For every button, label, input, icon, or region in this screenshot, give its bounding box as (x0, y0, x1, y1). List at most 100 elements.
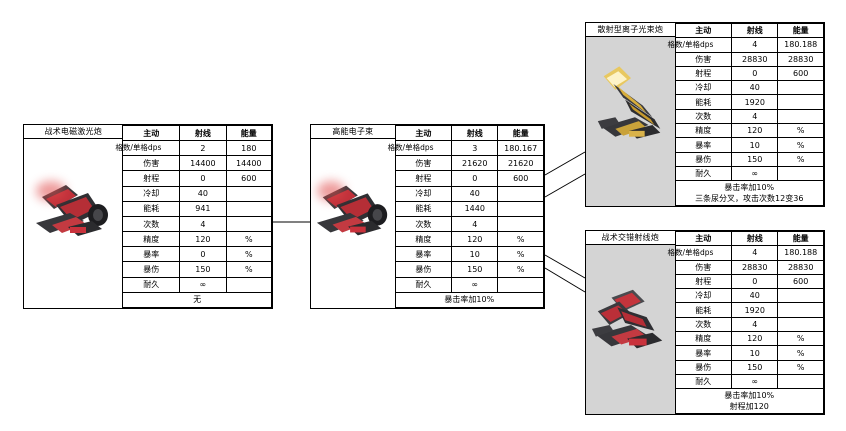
stat-table: 主动 射线 能量 格数/单格dps 3 180.167 伤害 21620 216… (388, 124, 545, 309)
table-row: 射程 0 600 (674, 273, 824, 290)
cell-dps-energy: 180.167 (497, 140, 544, 157)
table-row: 冷却 40 (122, 185, 273, 202)
cell-accuracy-energy: % (777, 123, 824, 139)
row-label-count: 次数 (394, 215, 453, 233)
cell-accuracy-ray: 120 (731, 123, 779, 139)
cell-damage-energy: 28830 (777, 259, 824, 275)
weapon-card-tactical-interlaced-ray-cannon[interactable]: 战术交错射线炮 (585, 230, 825, 415)
cell-crit-rate-energy: % (777, 137, 824, 153)
card-title: 高能电子束 (311, 125, 395, 139)
row-label-durability: 耐久 (122, 276, 181, 293)
cell-range-ray: 0 (731, 273, 779, 290)
table-row: 射程 0 600 (674, 65, 824, 82)
header-active: 主动 (674, 22, 733, 39)
cell-crit-rate-ray: 10 (731, 137, 779, 153)
table-row: 次数 4 (674, 316, 824, 333)
row-label-energy-cost: 能耗 (122, 200, 181, 217)
cell-range-energy: 600 (777, 273, 824, 290)
table-footer-row: 暴击率加10% (394, 291, 545, 309)
weapon-illustration (24, 139, 123, 308)
cell-dps-ray: 3 (451, 140, 499, 157)
header-active: 主动 (674, 230, 733, 247)
row-label-durability: 耐久 (674, 165, 733, 182)
cell-crit-rate-energy: % (225, 246, 273, 263)
weapon-card-tactical-electromagnetic-laser-cannon[interactable]: 战术电磁激光炮 (23, 124, 273, 309)
stat-table: 主动 射线 能量 格数/单格dps 4 180.188 伤害 28830 288… (668, 230, 825, 414)
table-row: 暴伤 150 % (122, 261, 273, 278)
row-label-range: 射程 (674, 273, 733, 290)
cell-cooldown-ray: 40 (451, 185, 499, 202)
card-title: 战术电磁激光炮 (24, 125, 123, 139)
table-row: 耐久 ∞ (674, 373, 824, 390)
row-label-accuracy: 精度 (674, 331, 733, 347)
cell-durability-ray: ∞ (451, 276, 499, 293)
table-row: 暴率 10 % (394, 246, 544, 263)
row-label-count: 次数 (122, 215, 181, 233)
cell-energy-cost-ray: 1440 (451, 200, 499, 217)
cell-cooldown-energy (777, 288, 824, 304)
row-label-accuracy: 精度 (394, 231, 453, 248)
cell-crit-rate-ray: 10 (451, 246, 499, 263)
table-row: 精度 120 % (122, 231, 273, 248)
table-row: 暴伤 150 % (394, 261, 544, 278)
row-label-durability: 耐久 (394, 276, 453, 293)
table-row: 格数/单格dps 4 180.188 (668, 37, 824, 53)
footer-line: 暴击率加10% (724, 182, 775, 192)
card-image-pane: 战术电磁激光炮 (24, 125, 123, 308)
row-label-damage: 伤害 (674, 259, 733, 275)
row-label-cooldown: 冷却 (674, 288, 733, 304)
cell-energy-cost-ray: 1920 (731, 94, 779, 110)
header-energy: 能量 (497, 124, 544, 142)
cell-cooldown-ray: 40 (731, 288, 779, 304)
card-footer-note: 暴击率加10% (394, 291, 545, 309)
cell-count-energy (497, 215, 544, 233)
table-row: 暴率 10 % (674, 137, 824, 153)
stat-table: 主动 射线 能量 格数/单格dps 2 180 伤害 14400 14400 射… (115, 124, 273, 309)
cell-range-ray: 0 (179, 170, 227, 187)
cell-crit-damage-energy: % (777, 359, 824, 375)
header-ray: 射线 (731, 22, 779, 39)
card-image-pane: 散射型离子光束炮 (586, 23, 675, 206)
table-row: 暴率 0 % (122, 246, 273, 263)
weapon-card-scatter-ion-beam-cannon[interactable]: 散射型离子光束炮 (585, 22, 825, 207)
card-title: 散射型离子光束炮 (586, 23, 675, 37)
row-label-crit-rate: 暴率 (122, 246, 181, 263)
footer-line: 无 (193, 295, 202, 305)
row-label-crit-rate: 暴率 (674, 137, 733, 153)
connector-card2-to-card4-upper (544, 254, 586, 279)
cell-cooldown-energy (497, 185, 544, 202)
weapon-card-high-energy-electron-beam[interactable]: 高能电子束 (310, 124, 545, 309)
cell-cooldown-energy (225, 185, 273, 202)
cell-crit-damage-ray: 150 (179, 261, 227, 278)
table-header-row: 主动 射线 能量 (674, 22, 824, 39)
cell-crit-rate-energy: % (777, 345, 824, 361)
table-row: 能耗 1920 (674, 302, 824, 318)
row-label-range: 射程 (674, 65, 733, 82)
header-energy: 能量 (225, 124, 273, 142)
table-row: 格数/单格dps 2 180 (115, 140, 273, 157)
footer-line: 射程加120 (729, 402, 769, 412)
cell-crit-damage-energy: % (777, 151, 824, 167)
cell-damage-energy: 28830 (777, 51, 824, 67)
table-row: 能耗 1440 (394, 200, 544, 217)
weapon-illustration (586, 245, 675, 414)
row-label-cooldown: 冷却 (394, 185, 453, 202)
cell-accuracy-energy: % (497, 231, 544, 248)
electron-beam-icon (316, 185, 388, 236)
row-label-crit-damage: 暴伤 (674, 359, 733, 375)
cell-cooldown-energy (777, 80, 824, 96)
weapon-illustration (311, 139, 395, 308)
table-row: 能耗 1920 (674, 94, 824, 110)
table-row: 暴伤 150 % (674, 151, 824, 167)
cell-crit-rate-energy: % (497, 246, 544, 263)
cell-durability-energy (777, 165, 824, 182)
cell-dps-energy: 180.188 (777, 37, 824, 53)
cell-accuracy-ray: 120 (179, 231, 227, 248)
card-title: 战术交错射线炮 (586, 231, 675, 245)
cell-energy-cost-energy (225, 200, 273, 217)
cell-cooldown-ray: 40 (179, 185, 227, 202)
table-footer-row: 无 (122, 291, 272, 309)
table-footer-row: 暴击率加10% 射程加120 (674, 388, 824, 414)
table-row: 暴率 10 % (674, 345, 824, 361)
row-label-damage: 伤害 (394, 155, 453, 172)
